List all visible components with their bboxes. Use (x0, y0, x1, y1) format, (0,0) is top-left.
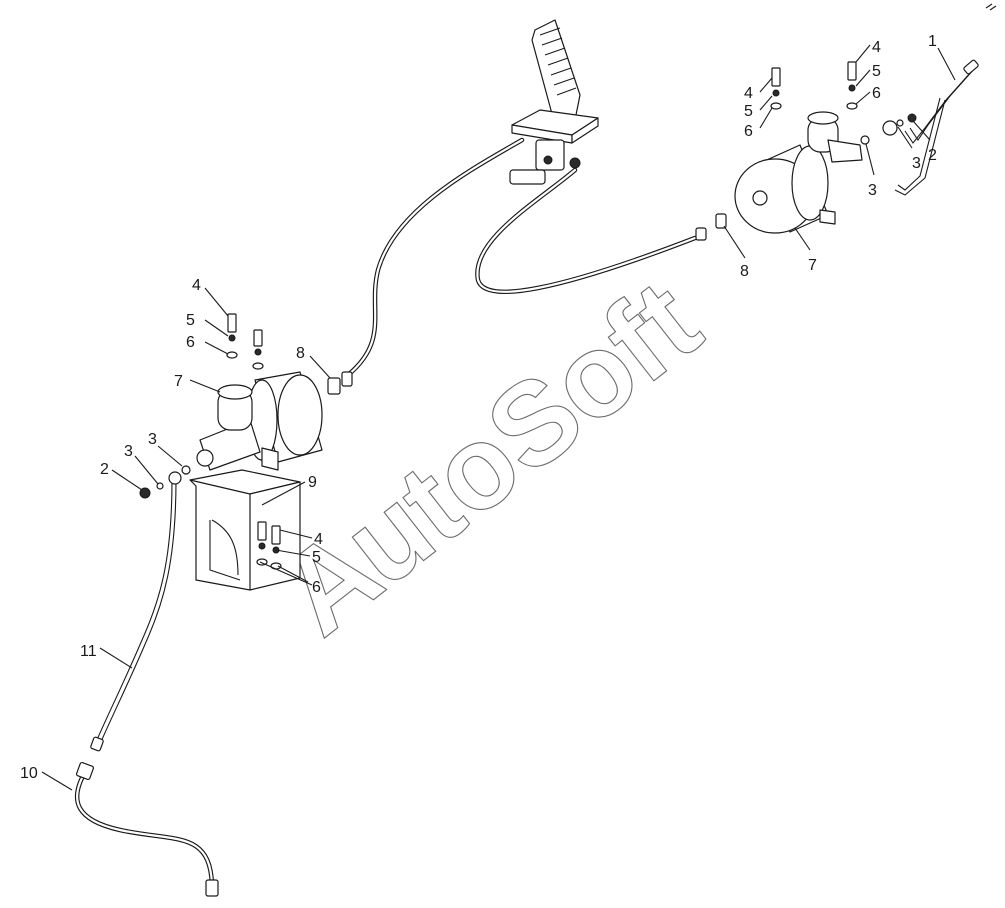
callout-1: 1 (928, 33, 937, 50)
callout-5: 5 (744, 103, 753, 120)
callout-4: 4 (744, 85, 753, 102)
hoses (74, 67, 976, 888)
callout-4: 4 (872, 39, 881, 56)
mounting-bracket (189, 469, 301, 591)
callout-10: 10 (20, 765, 38, 782)
corner-mark (985, 3, 997, 11)
left-cylinder-assembly (139, 313, 353, 499)
callout-7: 7 (174, 373, 183, 390)
callout-6: 6 (744, 123, 753, 140)
watermark: A u t o S o f t (256, 255, 724, 661)
callout-3: 3 (912, 155, 921, 172)
callout-7: 7 (808, 257, 817, 274)
callout-3: 3 (868, 182, 877, 199)
callout-4: 4 (314, 531, 323, 548)
callout-3: 3 (124, 443, 133, 460)
callout-5: 5 (872, 63, 881, 80)
callout-5: 5 (186, 312, 195, 329)
callout-9: 9 (308, 474, 317, 491)
callout-11: 11 (80, 643, 97, 660)
callout-6: 6 (186, 334, 195, 351)
right-cylinder-assembly (695, 61, 917, 241)
callout-5: 5 (312, 549, 321, 566)
callout-2: 2 (928, 147, 937, 164)
callout-2: 2 (100, 461, 109, 478)
callout-labels: 1 2 3 3 4 4 5 5 6 6 7 8 4 5 6 7 8 3 3 2 … (20, 33, 937, 782)
callout-6: 6 (872, 85, 881, 102)
callout-8: 8 (740, 263, 749, 280)
hose-fittings (75, 59, 979, 897)
pedal-assembly (509, 19, 599, 185)
callout-6: 6 (312, 579, 321, 596)
callout-leaders (41, 44, 956, 791)
callout-4: 4 (192, 277, 201, 294)
callout-3: 3 (148, 431, 157, 448)
callout-8: 8 (296, 345, 305, 362)
